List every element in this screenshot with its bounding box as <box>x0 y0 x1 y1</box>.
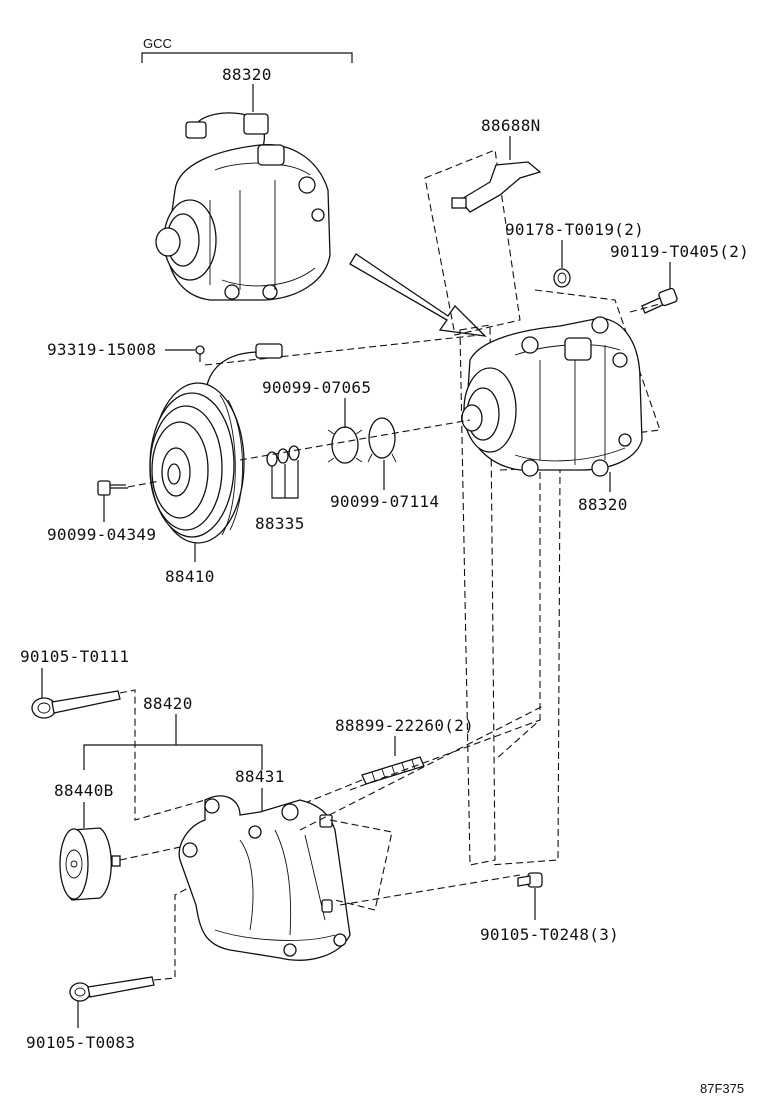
bracket-dashed-outline <box>424 149 521 336</box>
label-90105-T0248[interactable]: 90105-T0248(3) <box>480 925 619 944</box>
gcc-bracket-line <box>141 52 353 63</box>
bracket-88431-drawing <box>178 795 351 961</box>
label-88420[interactable]: 88420 <box>143 694 193 713</box>
label-90099-04349[interactable]: 90099-04349 <box>47 525 156 544</box>
gcc-variant-label: GCC <box>143 36 172 51</box>
pipe-bracket-drawing <box>451 161 542 213</box>
label-90178-T0019[interactable]: 90178-T0019(2) <box>505 220 644 239</box>
snap-ring-inner-drawing <box>367 417 397 463</box>
label-88440B[interactable]: 88440B <box>54 781 114 800</box>
screw-93319-drawing <box>195 345 205 362</box>
stud-bolt-drawing <box>361 756 425 785</box>
nut-90178-drawing <box>553 268 571 288</box>
label-88688N[interactable]: 88688N <box>481 116 541 135</box>
figure-code: 87F375 <box>700 1081 744 1096</box>
label-90105-T0083[interactable]: 90105-T0083 <box>26 1033 135 1052</box>
clutch-pulley-drawing <box>149 382 245 544</box>
bolt-90099-04349-drawing <box>97 480 128 496</box>
replacement-arrow-icon <box>349 253 487 337</box>
label-88899-22260[interactable]: 88899-22260(2) <box>335 716 474 735</box>
label-90099-07065[interactable]: 90099-07065 <box>262 378 371 397</box>
label-90119-T0405[interactable]: 90119-T0405(2) <box>610 242 749 261</box>
label-88410[interactable]: 88410 <box>165 567 215 586</box>
clutch-harness-drawing <box>205 351 261 391</box>
label-90099-07114[interactable]: 90099-07114 <box>330 492 439 511</box>
label-88320-top[interactable]: 88320 <box>222 65 272 84</box>
bolt-90105-T0083-drawing <box>69 976 155 1002</box>
snap-ring-outer-drawing <box>327 426 363 464</box>
label-88431[interactable]: 88431 <box>235 767 285 786</box>
label-90105-T0111[interactable]: 90105-T0111 <box>20 647 129 666</box>
label-88335[interactable]: 88335 <box>255 514 305 533</box>
bolt-90105-T0111-drawing <box>31 690 121 719</box>
compressor-gcc-drawing <box>155 112 331 301</box>
label-93319-15008[interactable]: 93319-15008 <box>47 340 156 359</box>
label-88320[interactable]: 88320 <box>578 495 628 514</box>
bolt-90119-drawing <box>641 287 678 314</box>
idler-pulley-drawing <box>59 827 121 901</box>
compressor-main-drawing <box>461 316 643 477</box>
shims-drawing <box>266 445 300 467</box>
bolt-90105-T0248-drawing <box>517 872 543 888</box>
